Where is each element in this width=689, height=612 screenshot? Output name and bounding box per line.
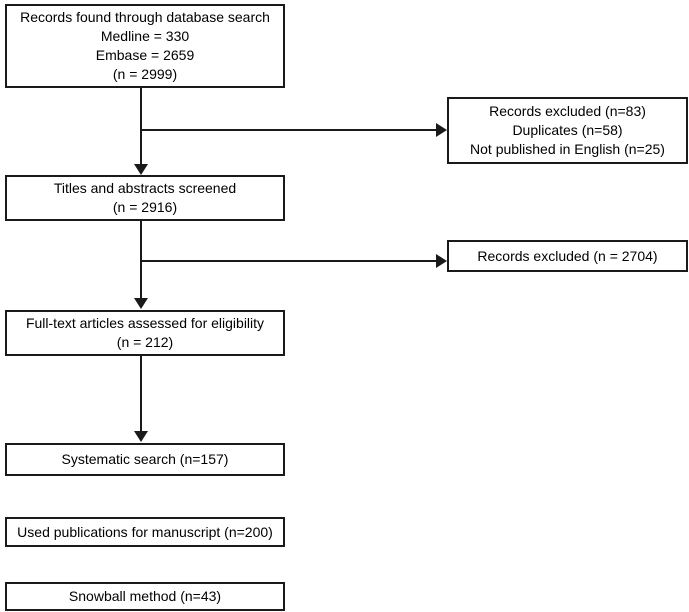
box-records-excluded-screening: Records excluded (n = 2704) — [447, 240, 688, 272]
box-snowball-method: Snowball method (n=43) — [5, 582, 285, 611]
box-systematic-search: Systematic search (n=157) — [5, 443, 285, 476]
box-fulltext-assessed: Full-text articles assessed for eligibil… — [5, 310, 285, 356]
box-text-line: Duplicates (n=58) — [512, 122, 623, 138]
arrow-down-icon — [134, 164, 148, 175]
box-records-found: Records found through database search Me… — [5, 4, 285, 88]
box-text-line: (n = 212) — [116, 334, 174, 350]
arrow-records-to-screened-line — [140, 88, 142, 165]
box-text-line: Medline = 330 — [100, 28, 190, 44]
box-text-line: Not published in English (n=25) — [470, 141, 665, 157]
box-text-line: Records excluded (n=83) — [489, 103, 646, 119]
box-text-line: (n = 2916) — [112, 199, 178, 215]
arrow-right-icon — [436, 254, 447, 268]
box-text-line: Snowball method (n=43) — [68, 588, 222, 604]
box-text-line: Systematic search (n=157) — [61, 451, 229, 467]
box-text-line: Records found through database search — [20, 9, 270, 25]
arrow-down-icon — [134, 431, 148, 442]
arrow-to-excluded-1-line — [141, 129, 437, 131]
arrow-down-icon — [134, 298, 148, 309]
box-text-line: Records excluded (n = 2704) — [477, 247, 658, 264]
box-used-publications: Used publications for manuscript (n=200) — [5, 517, 285, 547]
arrow-to-excluded-2-line — [141, 260, 437, 262]
box-text-line: (n = 2999) — [112, 66, 178, 82]
box-text-line: Full-text articles assessed for eligibil… — [25, 315, 265, 331]
box-text-line: Titles and abstracts screened — [53, 180, 237, 196]
box-records-excluded-duplicates: Records excluded (n=83) Duplicates (n=58… — [447, 97, 688, 164]
box-titles-abstracts-screened: Titles and abstracts screened (n = 2916) — [5, 175, 285, 221]
arrow-fulltext-to-systematic-line — [140, 356, 142, 432]
arrow-right-icon — [436, 123, 447, 137]
box-text-line: Used publications for manuscript (n=200) — [17, 523, 273, 540]
box-text-line: Embase = 2659 — [95, 47, 195, 63]
